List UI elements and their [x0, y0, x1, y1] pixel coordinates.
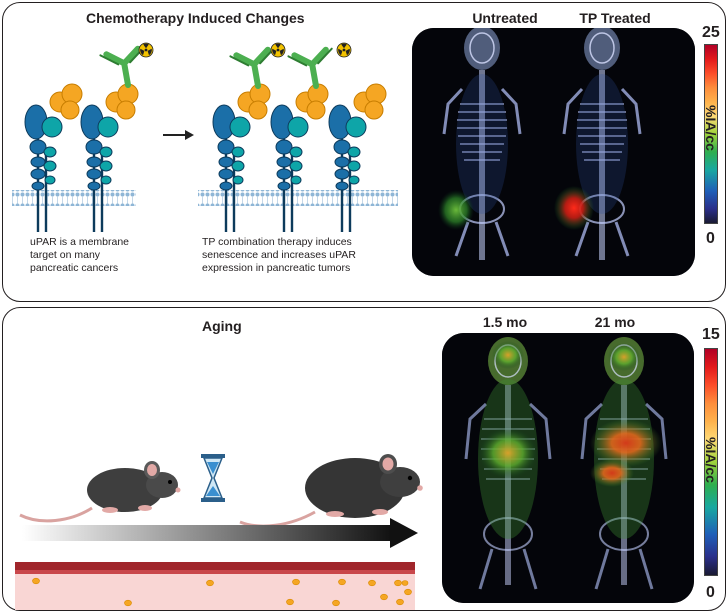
abdomen-signal-old: [590, 459, 634, 487]
scale-min-bottom: 0: [706, 584, 715, 601]
upar-receptor-1: [23, 82, 84, 234]
upar-receptor-4: [269, 82, 330, 234]
head-signal-young: [492, 341, 524, 369]
upar-receptor-5: [327, 82, 388, 234]
tumor-signal-tp-treated: [554, 186, 594, 230]
radiation-icon: [138, 42, 154, 58]
liver-signal-old: [590, 419, 662, 467]
arrow-right-icon: [163, 130, 194, 140]
aging-title: Aging: [202, 318, 242, 334]
pet-label-untreated: Untreated: [472, 10, 538, 26]
antibody-2: [230, 49, 279, 90]
pet-scan-aging: [442, 333, 694, 603]
pet-label-21-mo: 21 mo: [594, 314, 636, 330]
scale-unit-bottom: %IA/cc: [702, 437, 719, 483]
pet-scan-chemotherapy: [412, 28, 695, 276]
scale-max-bottom: 15: [702, 326, 720, 343]
tumor-signal-untreated: [438, 190, 474, 230]
scale-unit-top: %IA/cc: [702, 105, 719, 151]
mouse-young-icon: [19, 461, 181, 523]
pet-label-1-5-mo: 1.5 mo: [482, 314, 528, 330]
upar-receptor-2: [79, 82, 140, 234]
senescent-particles: [32, 577, 412, 607]
upar-diagram: [12, 42, 398, 234]
upar-receptor-3: [211, 82, 272, 234]
colorbar-bottom: [704, 348, 718, 576]
arrow-right-icon: [22, 518, 418, 548]
blood-vessel: [15, 562, 415, 610]
caption-upar-target: uPAR is a membrane target on many pancre…: [30, 236, 130, 274]
mouse-old-icon: [239, 454, 423, 528]
head-signal-old: [608, 343, 640, 371]
membrane-left: [12, 190, 136, 206]
hourglass-icon: [201, 454, 225, 502]
colorbar-top: [704, 44, 718, 224]
scale-max-top: 25: [702, 24, 720, 41]
antibody-3: [288, 49, 337, 90]
radiation-icon: [270, 42, 286, 58]
scale-min-top: 0: [706, 230, 715, 247]
pet-label-tp-treated: TP Treated: [579, 10, 651, 26]
body-signal-young: [478, 427, 538, 479]
caption-tp-therapy: TP combination therapy induces senescenc…: [202, 236, 356, 274]
radiation-icon: [336, 42, 352, 58]
aging-diagram: [15, 454, 423, 610]
membrane-right: [198, 190, 398, 206]
chemotherapy-title: Chemotherapy Induced Changes: [86, 10, 305, 26]
